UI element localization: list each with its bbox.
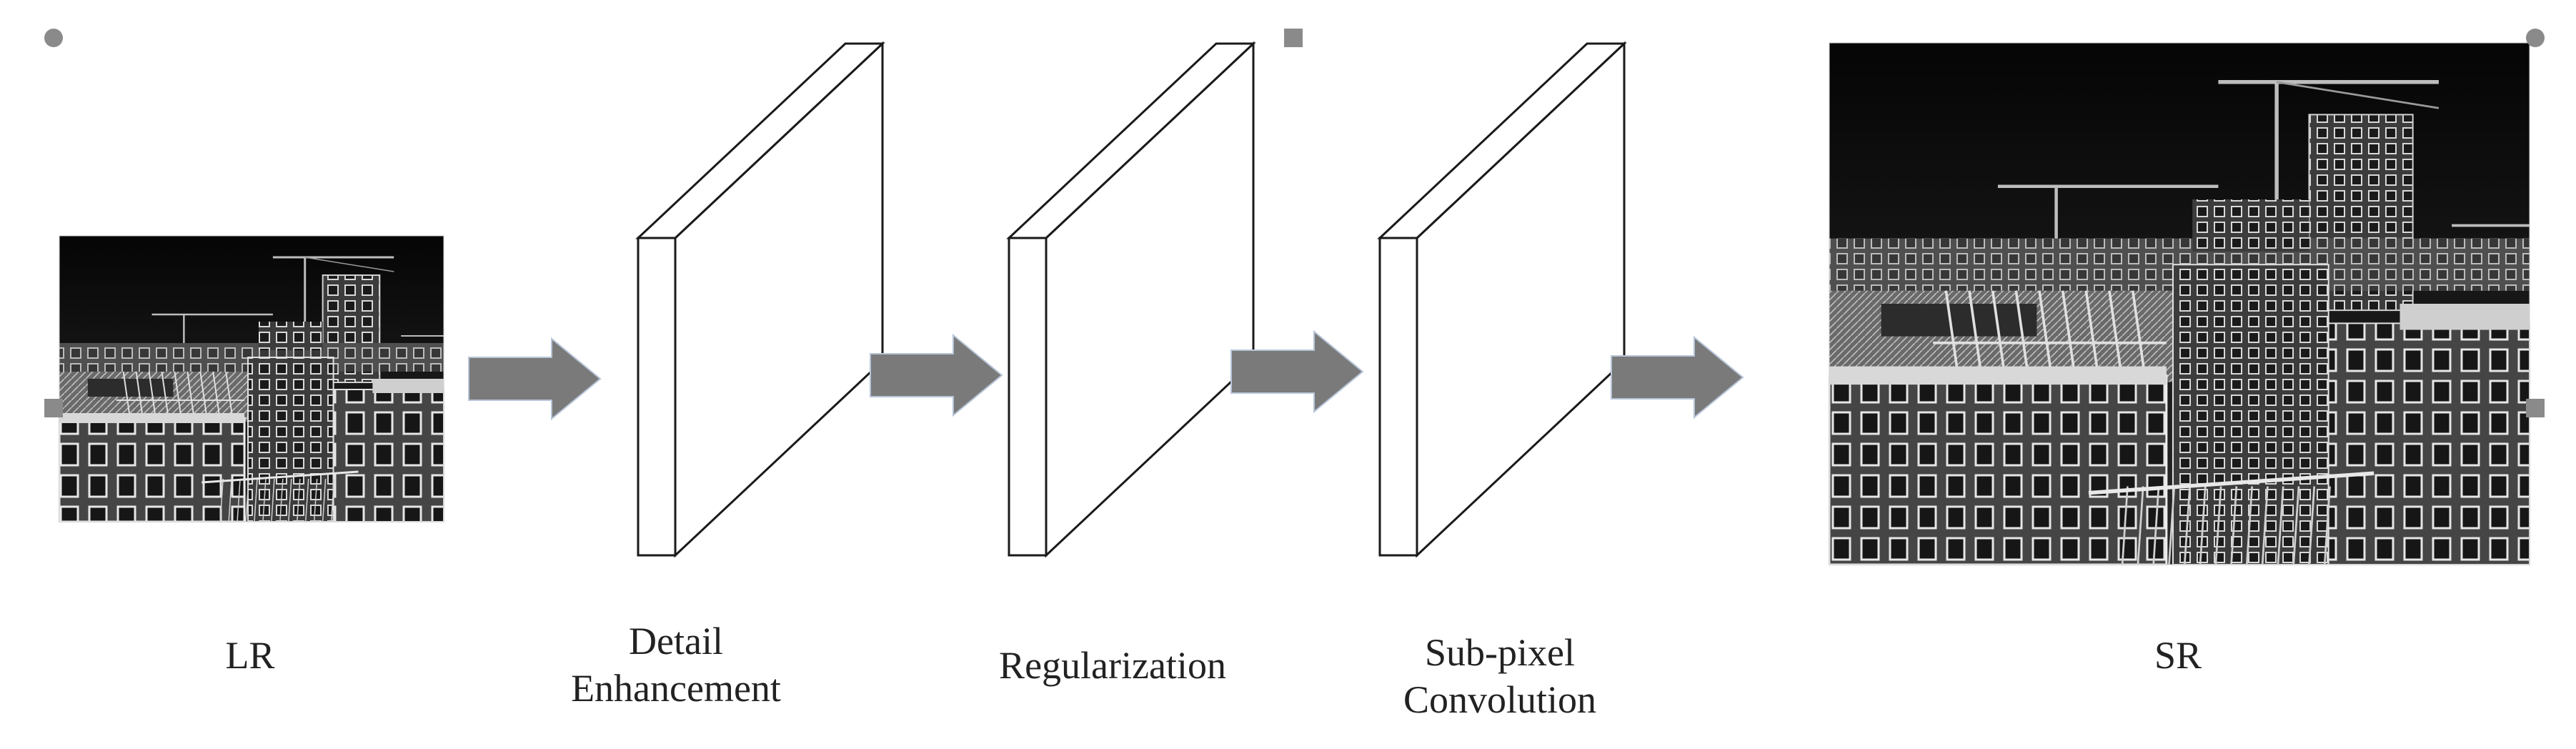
arrow-detail-to-regularization — [870, 333, 1003, 417]
layer-front-face — [1378, 237, 1418, 557]
layer-front-face — [637, 237, 677, 557]
block-arrow — [870, 333, 1003, 417]
caption-line: Detail — [629, 620, 723, 663]
selection-handle-top-left — [44, 29, 63, 47]
detail-enhancement-layer — [635, 41, 885, 558]
caption-sr: SR — [2154, 632, 2202, 679]
arrow-subpixel-to-sr — [1611, 335, 1744, 420]
selection-handle-top-middle — [1284, 29, 1303, 47]
layer-front-face — [1008, 237, 1048, 557]
caption-line: Enhancement — [571, 667, 781, 710]
sr-image — [1828, 42, 2530, 566]
block-arrow — [468, 337, 602, 421]
caption-line: Sub-pixel — [1425, 631, 1575, 674]
caption-line: Convolution — [1403, 678, 1597, 721]
caption-line: Regularization — [999, 644, 1226, 687]
selection-handle-top-right — [2526, 29, 2545, 47]
block-arrow — [1230, 329, 1364, 414]
selection-handle-left-middle — [44, 399, 63, 417]
caption-regularization: Regularization — [999, 642, 1226, 689]
sub-pixel-convolution-layer — [1377, 41, 1627, 558]
block-arrow — [1611, 335, 1744, 420]
arrow-regularization-to-subpixel — [1230, 329, 1364, 414]
regularization-layer — [1006, 41, 1256, 558]
selection-handle-right-middle — [2526, 399, 2545, 417]
caption-lr: LR — [225, 632, 274, 679]
caption-line: SR — [2154, 634, 2202, 677]
arrow-lr-to-detail — [468, 337, 602, 421]
lr-image — [58, 235, 444, 523]
caption-detail-enhancement: Detail Enhancement — [571, 617, 781, 712]
caption-line: LR — [225, 634, 275, 677]
caption-sub-pixel-convolution: Sub-pixel Convolution — [1403, 629, 1596, 723]
